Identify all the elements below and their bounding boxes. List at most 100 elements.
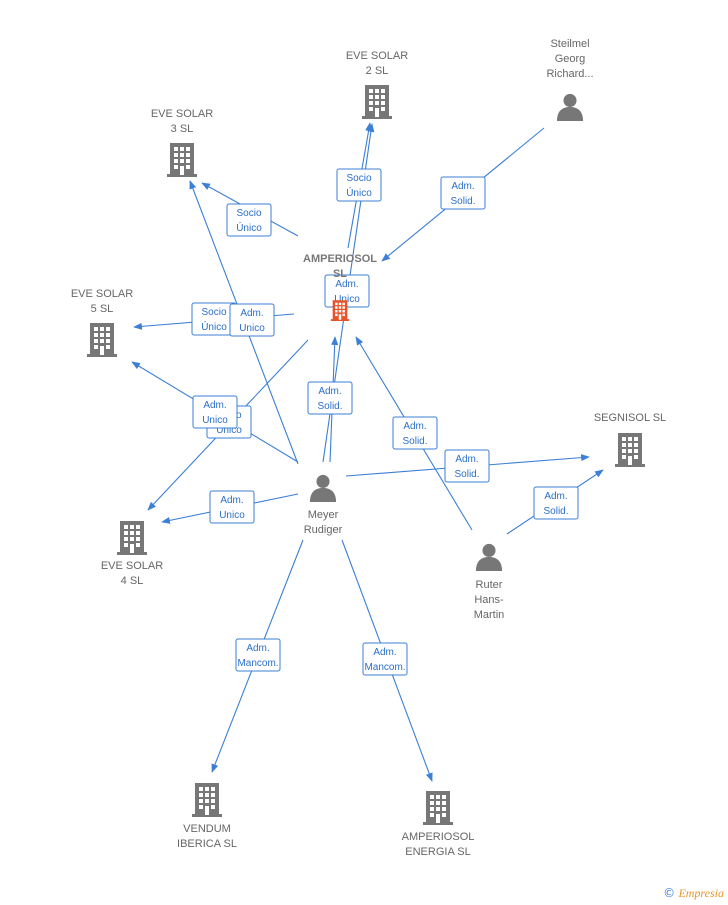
node-label: EVE SOLAR [151,108,213,120]
node-label: SL [333,268,347,280]
node-label: VENDUM [183,823,231,835]
node-label: ENERGIA SL [405,846,470,858]
node-label: SEGNISOL SL [594,412,666,424]
edge-label-text: Unico [219,510,245,521]
node-label: EVE SOLAR [101,560,163,572]
brand-logo[interactable]: Empresia [678,886,724,900]
edge-label-text: Socio [201,307,226,318]
edge-label-box [533,486,579,520]
node-label: Rudiger [304,524,343,536]
edge-label-text: Adm. [246,643,269,654]
edge-label-box [336,168,382,202]
person-icon [475,543,503,571]
person-icon [556,93,584,121]
edge-labels-layer: SocioÚnicoSocioÚnicoSocioÚnicoSocioÚnico… [191,168,579,676]
edge-label-text: Unico [334,294,360,305]
edge-label-box [192,395,238,429]
node-label: Ruter [476,579,503,591]
building-icon [192,783,222,817]
edge-label-text: Solid. [454,469,479,480]
edge-label-text: Adm. [403,421,426,432]
edge-label-box [444,449,490,483]
building-icon [615,433,645,467]
edge-label-ruter-to-segnisol[interactable]: Adm. Solid. [533,486,579,520]
building-icon [117,521,147,555]
edge-label-box [209,490,255,524]
building-icon [362,85,392,119]
edge-label-box [226,203,272,237]
node-eve4[interactable]: EVE SOLAR 4 SL [101,521,163,587]
node-vendum[interactable]: VENDUM IBERICA SL [177,783,237,850]
node-label: AMPERIOSOL [402,831,475,843]
node-eve5[interactable]: EVE SOLAR 5 SL [71,288,133,357]
node-label: 2 SL [366,65,389,77]
edge-label-text: Adm. [544,491,567,502]
edges-layer [131,122,604,782]
node-segnisol[interactable]: SEGNISOL SL [594,412,666,467]
building-icon [167,143,197,177]
node-label: AMPERIOSOL [303,253,377,265]
node-label: 4 SL [121,575,144,587]
edge-label-meyer-to-vendum[interactable]: Adm. Mancom. [235,638,281,672]
edge-label-text: Unico [239,323,265,334]
edge-label-box [392,416,438,450]
node-energia[interactable]: AMPERIOSOL ENERGIA SL [402,791,475,858]
node-label: Georg [555,53,586,65]
building-icon [423,791,453,825]
edge-label-meyer-to-amperiosol[interactable]: Adm.Solid. [307,381,353,415]
edge-label-meyer-to-eve5[interactable]: Adm. Unico [192,395,238,429]
edge-label-text: Único [236,221,262,234]
edge-label-ruter-to-amperiosol[interactable]: Adm. Solid. [392,416,438,450]
edge-label-text: Unico [202,415,228,426]
node-label: Hans- [474,594,504,606]
edge-label-text: Único [201,320,227,333]
edge-label-meyer-to-eve3[interactable]: Adm. Unico [229,303,275,337]
node-steilmel[interactable]: SteilmelGeorgRichard... [546,38,594,121]
edge-label-box [235,638,281,672]
node-label: Meyer [308,509,339,521]
edge-label-box [362,642,408,676]
edge-label-box [440,176,486,210]
node-label: EVE SOLAR [346,50,408,62]
edge-label-text: Solid. [543,506,568,517]
copyright-icon: © [663,886,676,900]
edge-label-text: Socio [346,173,371,184]
node-eve2[interactable]: EVE SOLAR 2 SL [346,50,408,119]
node-label: IBERICA SL [177,838,237,850]
edge-label-meyer-to-energia[interactable]: Adm. Mancom. [362,642,408,676]
person-icon [309,474,337,502]
edge-label-box [229,303,275,337]
node-amperiosol[interactable]: AMPERIOSOL SL [303,253,377,321]
node-label: Martin [474,609,505,621]
edge-label-text: Adm. [203,400,226,411]
node-label: EVE SOLAR [71,288,133,300]
edge-label-text: Adm. [335,279,358,290]
edge-label-text: Adm. [240,308,263,319]
edge-label-text: Adm. [373,647,396,658]
edge-label-text: Solid. [402,436,427,447]
edge-label-text: Solid. [317,401,342,412]
edge-label-text: Solid. [450,196,475,207]
edge-label-box [307,381,353,415]
building-icon [330,300,350,321]
edge-label-meyer-to-segnisol[interactable]: Adm.Solid. [444,449,490,483]
footer-brand: © Empresia [663,886,724,901]
edge-label-steilmel-to-amperiosol[interactable]: Adm. Solid. [440,176,486,210]
edge-label-text: Adm. [220,495,243,506]
node-label: 5 SL [91,303,114,315]
edge-label-text: Mancom. [364,662,405,673]
node-label: Steilmel [550,38,589,50]
edge-label-text: Adm. [451,181,474,192]
building-icon [87,323,117,357]
edge-label-meyer-to-eve4[interactable]: Adm. Unico [209,490,255,524]
edge-label-text: Socio [236,208,261,219]
edge-label-text: Mancom. [237,658,278,669]
